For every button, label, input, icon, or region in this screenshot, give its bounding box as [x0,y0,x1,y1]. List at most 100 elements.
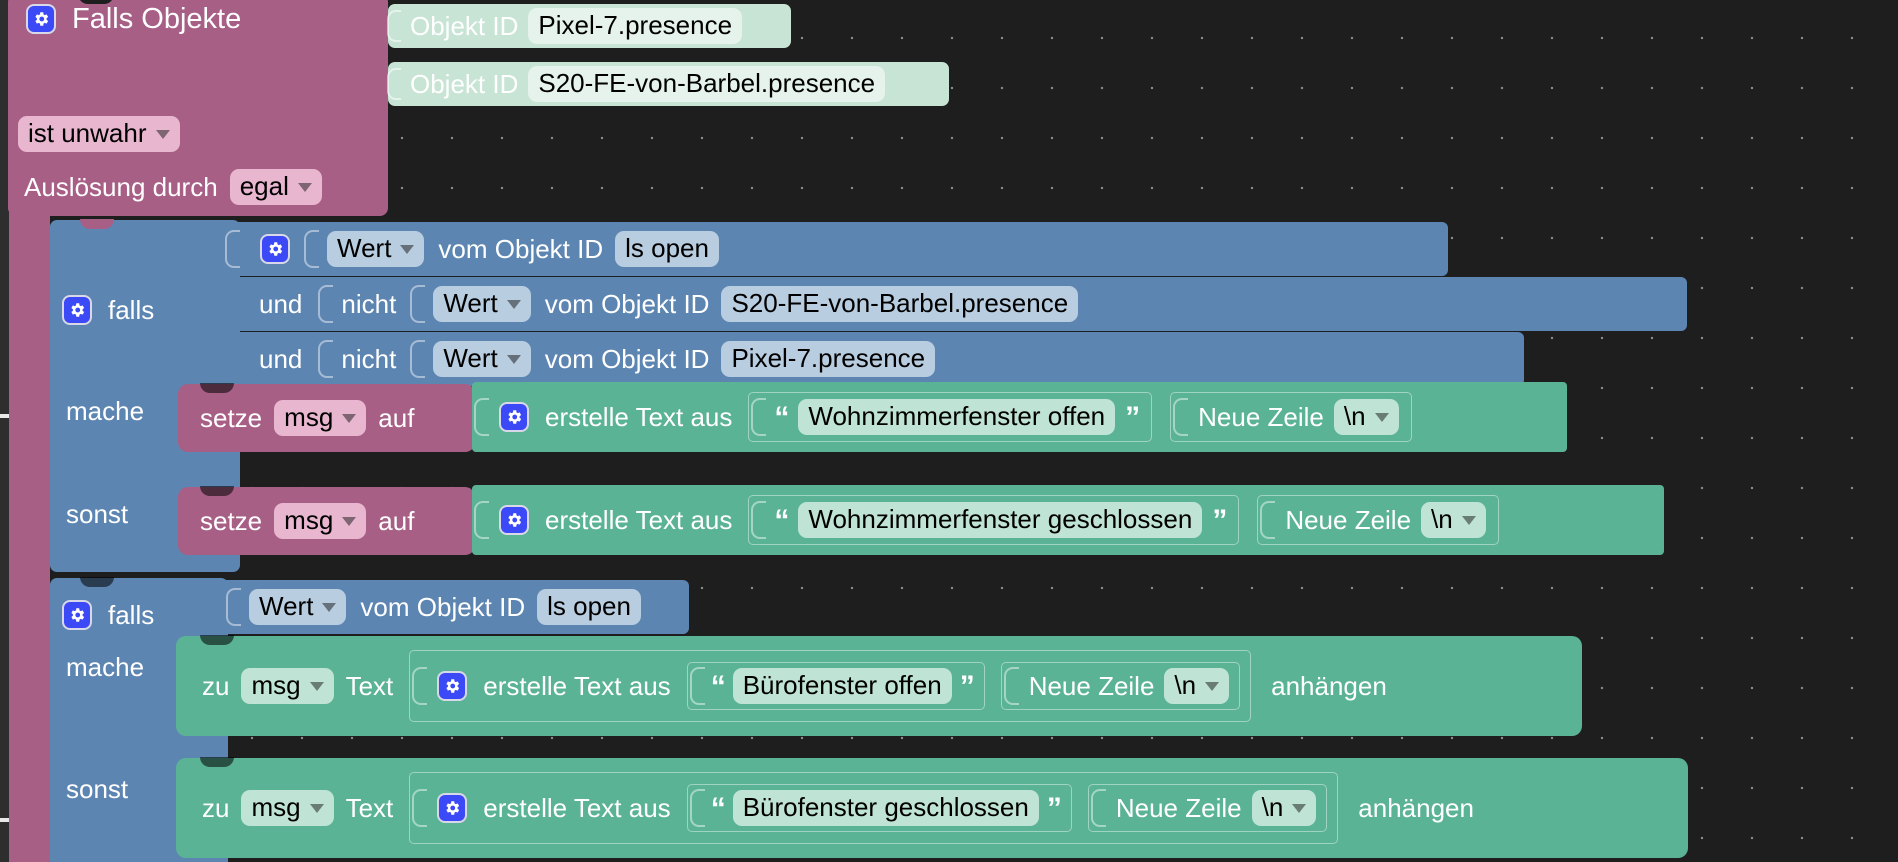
condition-row-2[interactable]: und nicht Wert vom Objekt ID S20-FE-von-… [217,277,1687,331]
object-id-dropdown-3[interactable]: Pixel-7.presence [721,340,936,378]
newline-block-3[interactable]: Neue Zeile \n [1000,662,1241,710]
object-id-field-2[interactable]: S20-FE-von-Barbel.presence [528,65,886,103]
attribute-dropdown-2[interactable]: Wert [433,285,531,323]
create-text-label-4: erstelle Text aus [483,793,671,823]
trigger-source-dropdown[interactable]: egal [229,169,322,206]
attribute-value-3: Wert [443,342,498,373]
text-literal-block-3[interactable]: “ Bürofenster offen ” [686,662,985,710]
create-text-block-1[interactable]: erstelle Text aus “ Wohnzimmerfenster of… [472,382,1567,452]
newline-block-2[interactable]: Neue Zeile \n [1257,495,1499,545]
object-id-value-c1: ls open [625,232,709,263]
left-edge-strip-bottom [0,822,9,862]
puzzle-notch-icon [1173,393,1186,441]
object-id-field-1[interactable]: Pixel-7.presence [528,7,743,45]
set-variable-block-1[interactable]: setze msg auf [178,383,475,452]
newline-dropdown-2[interactable]: \n [1421,501,1486,539]
to-label-1: auf [378,403,415,433]
puzzle-notch-icon [410,277,423,331]
text-literal-block-2[interactable]: “ Wohnzimmerfenster geschlossen ” [748,495,1240,545]
object-id-block-2[interactable]: Objekt ID S20-FE-von-Barbel.presence [387,62,949,106]
chevron-down-icon [342,516,357,526]
newline-value-3: \n [1174,669,1197,700]
close-quote-icon: ” [1125,400,1140,434]
newline-dropdown-4[interactable]: \n [1251,789,1317,827]
object-id-value-2: S20-FE-von-Barbel.presence [538,67,876,98]
of-object-label-2: vom Objekt ID [544,289,710,319]
newline-dropdown-1[interactable]: \n [1333,398,1399,436]
set-label-1: setze [200,403,263,433]
variable-dropdown-1[interactable]: msg [274,399,367,437]
create-text-block-3[interactable]: erstelle Text aus “ Bürofenster offen ” … [409,650,1252,722]
text-value-field-1[interactable]: Wohnzimmerfenster offen [798,398,1116,436]
object-id-dropdown-1[interactable]: ls open [615,230,719,268]
gear-icon[interactable] [437,671,468,701]
open-quote-icon: “ [710,669,726,703]
object-id-dropdown-2[interactable]: S20-FE-von-Barbel.presence [721,285,1079,323]
variable-value-1: msg [284,401,334,432]
chevron-down-icon [1461,515,1476,525]
puzzle-notch-icon [387,68,401,100]
chevron-down-icon [400,244,415,254]
gear-icon[interactable] [499,505,529,535]
gear-icon[interactable] [62,600,92,630]
condition-row-3[interactable]: und nicht Wert vom Objekt ID Pixel-7.pre… [217,332,1524,386]
variable-dropdown-2[interactable]: msg [274,502,367,540]
text-value-4: Bürofenster geschlossen [742,791,1029,822]
newline-label-2: Neue Zeile [1285,505,1412,535]
block-top-notch [200,383,234,393]
condition-row-4[interactable]: Wert vom Objekt ID ls open [218,580,689,634]
trigger-block-falls-objekte[interactable]: Falls Objekte ist unwahr Auslösung durch… [8,0,388,216]
trigger-condition-dropdown[interactable]: ist unwahr [18,116,180,153]
left-edge-strip-mid [0,418,9,820]
append-to-label-1: zu [202,671,230,701]
attribute-dropdown-4[interactable]: Wert [249,588,347,626]
newline-block-1[interactable]: Neue Zeile \n [1170,392,1412,442]
gear-icon[interactable] [260,234,290,264]
text-value-3: Bürofenster offen [742,669,942,700]
gear-icon[interactable] [499,402,529,432]
chevron-down-icon [1292,803,1307,813]
condition-row-1[interactable]: Wert vom Objekt ID ls open [217,222,1448,276]
newline-dropdown-3[interactable]: \n [1164,667,1230,705]
object-id-dropdown-4[interactable]: ls open [537,588,641,626]
object-id-block-1[interactable]: Objekt ID Pixel-7.presence [387,4,791,48]
text-value-1: Wohnzimmerfenster offen [808,400,1106,431]
text-literal-block-1[interactable]: “ Wohnzimmerfenster offen ” [748,392,1153,442]
trigger-body-bar [8,200,50,862]
append-variable-dropdown-2[interactable]: msg [241,789,334,827]
puzzle-notch-icon [751,393,764,441]
set-label-2: setze [200,506,263,536]
do-label-1: mache [66,396,145,426]
left-edge-marker-2 [0,818,9,822]
create-text-label-2: erstelle Text aus [545,505,733,535]
chevron-down-icon [297,183,312,193]
newline-block-4[interactable]: Neue Zeile \n [1087,784,1328,832]
text-literal-block-4[interactable]: “ Bürofenster geschlossen ” [686,784,1072,832]
block-top-notch [200,757,234,767]
if-label-1: falls [108,295,155,325]
puzzle-notch-icon [690,663,703,709]
gear-icon[interactable] [26,4,56,34]
text-value-field-3[interactable]: Bürofenster offen [732,667,952,705]
create-text-block-4[interactable]: erstelle Text aus “ Bürofenster geschlos… [409,772,1339,844]
create-text-block-2[interactable]: erstelle Text aus “ Wohnzimmerfenster ge… [472,485,1664,555]
object-id-label-1: Objekt ID [410,11,519,41]
attribute-dropdown-3[interactable]: Wert [433,340,531,378]
append-variable-value-1: msg [251,669,301,700]
text-value-2: Wohnzimmerfenster geschlossen [808,503,1193,534]
attribute-dropdown-1[interactable]: Wert [327,230,425,268]
set-variable-block-2[interactable]: setze msg auf [178,486,475,555]
gear-icon[interactable] [437,793,468,823]
append-variable-dropdown-1[interactable]: msg [241,667,334,705]
chevron-down-icon [309,681,324,691]
text-value-field-4[interactable]: Bürofenster geschlossen [732,789,1039,827]
puzzle-notch-icon [751,496,764,544]
trigger-source-value: egal [239,171,289,201]
append-text-block-1[interactable]: zu msg Text erstelle Text aus “ Bürofens… [176,635,1582,736]
gear-icon[interactable] [62,295,92,325]
else-label-2: sonst [66,774,129,804]
left-edge-strip-top [0,0,9,418]
text-value-field-2[interactable]: Wohnzimmerfenster geschlossen [798,501,1203,539]
append-text-block-2[interactable]: zu msg Text erstelle Text aus “ Bürofens… [176,757,1688,858]
